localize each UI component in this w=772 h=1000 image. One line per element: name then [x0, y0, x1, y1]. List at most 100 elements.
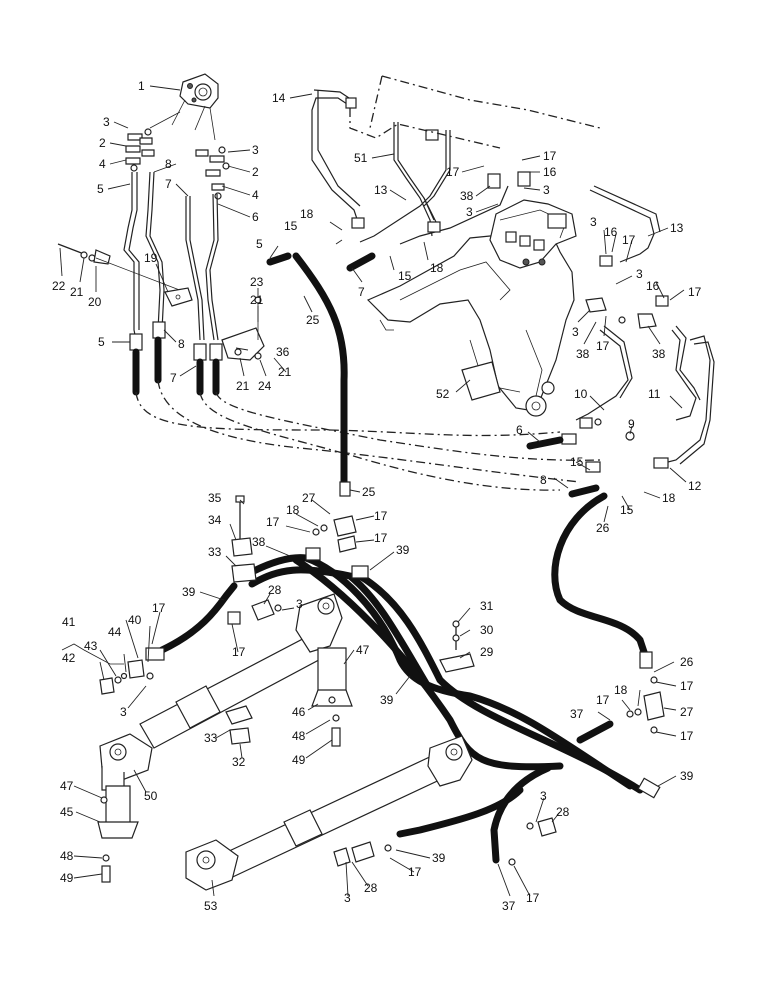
- callout-21a: 21: [70, 285, 84, 299]
- callout-21c: 21: [236, 379, 250, 393]
- callout-4b: 4: [252, 188, 259, 202]
- callout-53: 53: [204, 899, 218, 913]
- callout-18d: 18: [286, 503, 300, 517]
- callout-30: 30: [480, 623, 494, 637]
- fitting-28-right: [508, 817, 557, 866]
- callout-25b: 25: [362, 485, 376, 499]
- callout-39a: 39: [396, 543, 410, 557]
- callout-25a: 25: [306, 313, 320, 327]
- pin-assembly-22: [57, 243, 191, 295]
- callout-39b: 39: [182, 585, 196, 599]
- control-valve-part-1: [149, 73, 219, 141]
- callout-17k: 17: [680, 679, 694, 693]
- callout-14: 14: [272, 91, 286, 105]
- callout-8b: 8: [178, 337, 185, 351]
- callout-39d: 39: [680, 769, 694, 783]
- callout-36: 36: [276, 345, 290, 359]
- callout-16c: 16: [646, 279, 660, 293]
- callout-8: 8: [165, 157, 172, 171]
- callout-17o: 17: [526, 891, 540, 905]
- callout-3b: 3: [252, 143, 259, 157]
- callout-21b: 21: [250, 293, 264, 307]
- callout-50: 50: [144, 789, 158, 803]
- callout-41: 41: [62, 615, 76, 629]
- callout-28c: 28: [364, 881, 378, 895]
- callout-31: 31: [480, 599, 494, 613]
- tubes-10-11: [575, 325, 715, 465]
- callout-10: 10: [574, 387, 588, 401]
- callout-17f: 17: [374, 509, 388, 523]
- mount-45: [97, 785, 139, 883]
- callout-39c: 39: [380, 693, 394, 707]
- callout-34: 34: [208, 513, 222, 527]
- callout-6: 6: [252, 210, 259, 224]
- hose-39-fittings: [145, 547, 661, 799]
- callout-16: 16: [543, 165, 557, 179]
- callout-45: 45: [60, 805, 74, 819]
- hose-26: [551, 492, 653, 669]
- callout-38d: 38: [252, 535, 266, 549]
- callout-6b: 6: [516, 423, 523, 437]
- tee-fitting-27-right: [626, 676, 665, 734]
- callout-3h: 3: [296, 597, 303, 611]
- callout-47b: 47: [60, 779, 74, 793]
- callout-51: 51: [354, 151, 368, 165]
- callout-38c: 38: [652, 347, 666, 361]
- clamp-29-31: [439, 620, 475, 673]
- callout-33a: 33: [208, 545, 222, 559]
- dashed-hose-routes: [135, 379, 601, 491]
- callout-17b: 17: [446, 165, 460, 179]
- tube-fittings-top: [345, 97, 441, 233]
- valve-right-fittings: [487, 171, 669, 329]
- callout-5: 5: [97, 182, 104, 196]
- callout-17l: 17: [596, 693, 610, 707]
- callout-37b: 37: [502, 899, 516, 913]
- callout-48a: 48: [292, 729, 306, 743]
- callout-17n: 17: [408, 865, 422, 879]
- callout-49b: 49: [60, 871, 74, 885]
- callout-21d: 21: [278, 365, 292, 379]
- callout-18e: 18: [614, 683, 628, 697]
- callout-39e: 39: [432, 851, 446, 865]
- short-hoses-right: [526, 436, 600, 498]
- hose-7-top: [346, 252, 376, 272]
- callout-52: 52: [436, 387, 450, 401]
- left-hose-fittings: [129, 321, 223, 361]
- callout-15b: 15: [398, 269, 412, 283]
- callout-7: 7: [165, 177, 172, 191]
- callout-29: 29: [480, 645, 494, 659]
- hydraulic-cylinder-50: [99, 593, 343, 791]
- right-fittings-row: [561, 417, 669, 473]
- callout-48b: 48: [60, 849, 74, 863]
- callout-35: 35: [208, 491, 222, 505]
- callout-17a: 17: [543, 149, 557, 163]
- callout-17d: 17: [688, 285, 702, 299]
- callout-18b: 18: [430, 261, 444, 275]
- callout-3g: 3: [572, 325, 579, 339]
- callout-46: 46: [292, 705, 306, 719]
- callout-9: 9: [628, 417, 635, 431]
- callout-3k: 3: [344, 891, 351, 905]
- callout-28a: 28: [268, 583, 282, 597]
- tubes-14-51-13: [311, 89, 661, 263]
- hydraulic-cylinder-53: [185, 735, 473, 891]
- callout-3e: 3: [590, 215, 597, 229]
- callout-38: 38: [460, 189, 474, 203]
- steel-tubes-left: [123, 171, 219, 341]
- callout-2: 2: [99, 136, 106, 150]
- callout-19: 19: [144, 251, 158, 265]
- callout-24: 24: [258, 379, 272, 393]
- callout-13b: 13: [670, 221, 684, 235]
- callout-3d: 3: [466, 205, 473, 219]
- callout-3: 3: [103, 115, 110, 129]
- callout-38b: 38: [576, 347, 590, 361]
- callout-17m: 17: [680, 729, 694, 743]
- callout-18a: 18: [300, 207, 314, 221]
- callout-49a: 49: [292, 753, 306, 767]
- mounting-frame-52: [366, 229, 575, 417]
- valve-fittings-left: [125, 128, 155, 172]
- callout-27a: 27: [302, 491, 316, 505]
- callout-16b: 16: [604, 225, 618, 239]
- callout-20: 20: [88, 295, 102, 309]
